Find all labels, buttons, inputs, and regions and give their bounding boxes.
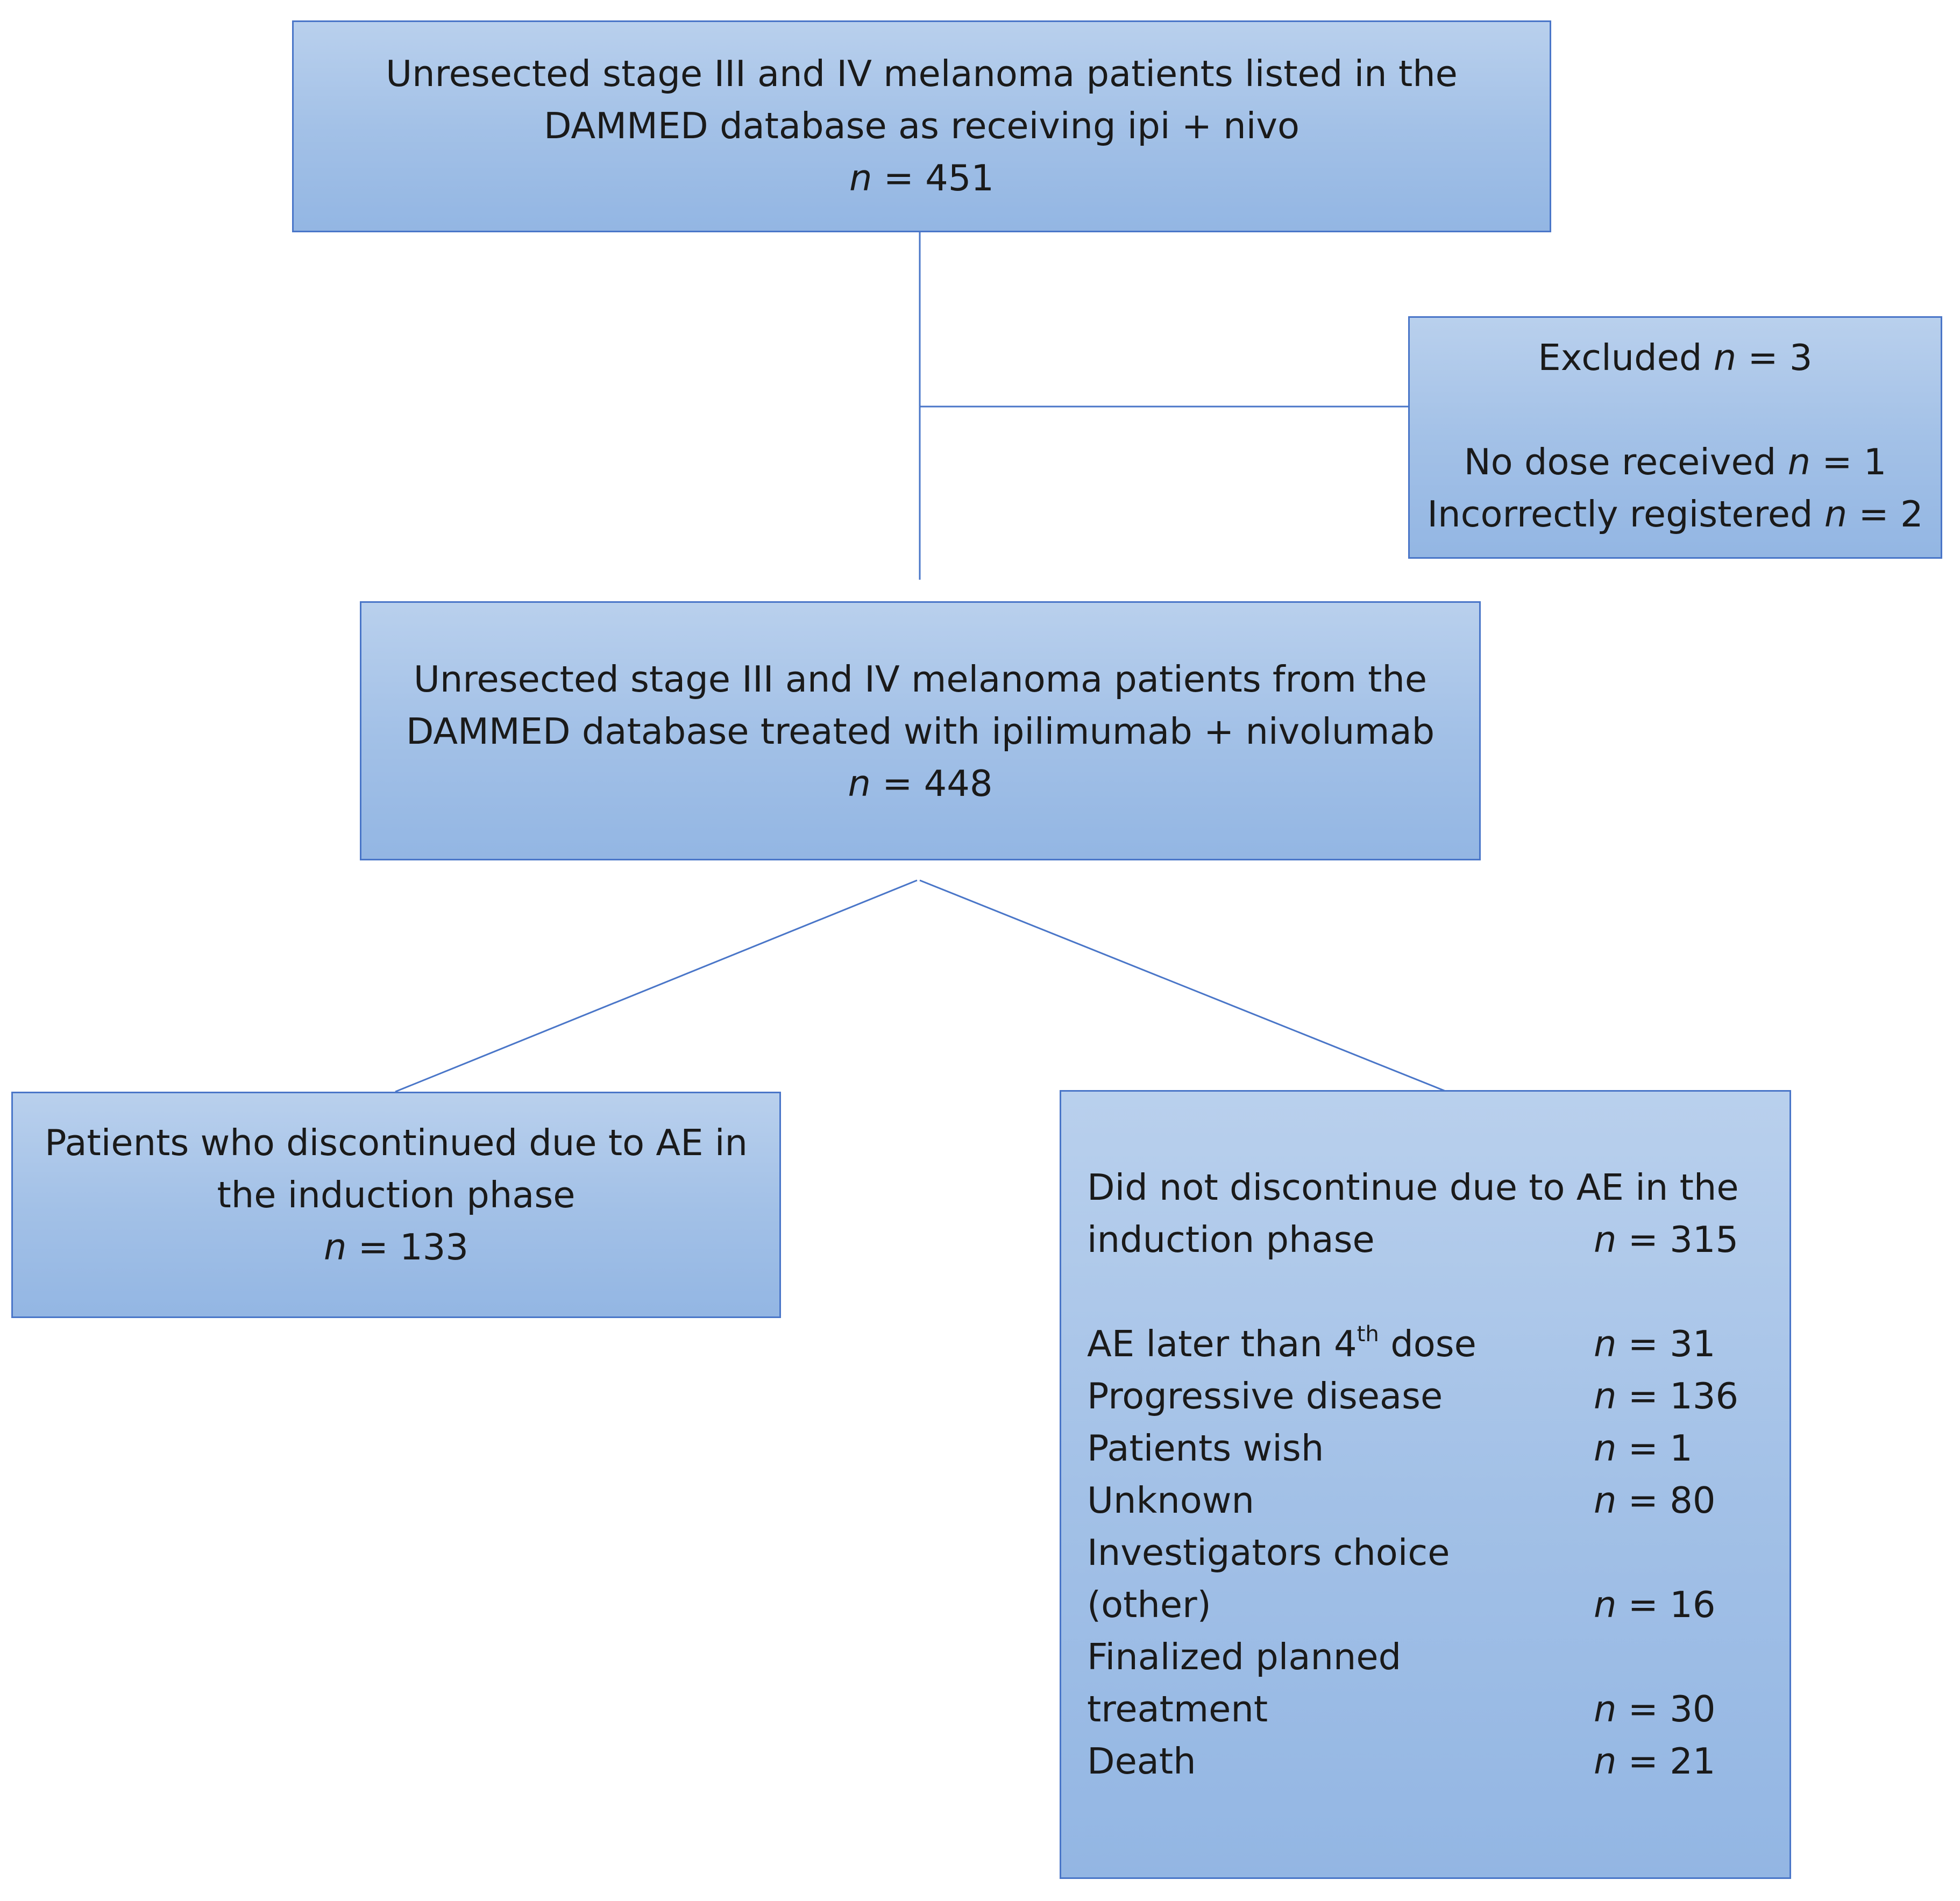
box-excluded: Excluded n = 3 No dose received n = 1 In… — [1408, 316, 1942, 559]
connector-split-right — [919, 879, 1447, 1093]
box-discontinued-ae-text: Patients who discontinued due to AE in t… — [13, 1117, 779, 1273]
not-discontinued-heading-line1: Did not discontinue due to AE in the — [1087, 1166, 1739, 1208]
box-not-discontinued: Did not discontinue due to AE in the ind… — [1060, 1090, 1791, 1879]
box-initial-line2: DAMMED database as receiving ipi + nivo — [543, 105, 1299, 147]
reason-patients-wish: Patients wish — [1087, 1427, 1324, 1469]
box-treated-line2: DAMMED database treated with ipilimumab … — [406, 710, 1435, 752]
reason-progressive-disease-count: n = 136 — [1594, 1375, 1739, 1417]
reason-progressive-disease: Progressive disease — [1087, 1375, 1443, 1417]
box-treated-count: n = 448 — [848, 763, 993, 804]
box-discontinued-ae: Patients who discontinued due to AE in t… — [11, 1092, 781, 1318]
box-treated-cohort: Unresected stage III and IV melanoma pat… — [360, 601, 1481, 860]
reason-unknown-count: n = 80 — [1594, 1479, 1716, 1521]
reason-ae-later-count: n = 31 — [1594, 1323, 1716, 1365]
reason-death-count: n = 21 — [1594, 1740, 1716, 1782]
box-initial-cohort: Unresected stage III and IV melanoma pat… — [292, 20, 1551, 232]
box-initial-line1: Unresected stage III and IV melanoma pat… — [386, 53, 1458, 95]
not-discontinued-heading-count: n = 315 — [1594, 1219, 1739, 1261]
reason-finalized-treatment-count: n = 30 — [1594, 1688, 1716, 1730]
box-treated-cohort-text: Unresected stage III and IV melanoma pat… — [361, 653, 1479, 810]
box-discontinued-count: n = 133 — [323, 1226, 469, 1268]
reason-finalized-treatment: Finalized planned — [1087, 1636, 1402, 1678]
reason-ae-later: AE later than 4th dose — [1087, 1321, 1476, 1365]
reason-patients-wish-count: n = 1 — [1594, 1427, 1693, 1469]
reason-investigators-choice-count: n = 16 — [1594, 1584, 1716, 1626]
excluded-spacer — [1410, 384, 1941, 436]
box-discontinued-line2: the induction phase — [217, 1174, 576, 1216]
excluded-title: Excluded n = 3 — [1538, 337, 1813, 379]
reason-unknown: Unknown — [1087, 1479, 1255, 1521]
not-discontinued-heading-line2: induction phase — [1087, 1219, 1375, 1261]
box-discontinued-line1: Patients who discontinued due to AE in — [45, 1122, 748, 1164]
excluded-item-incorrectly-registered: Incorrectly registered n = 2 — [1427, 493, 1923, 535]
box-excluded-text: Excluded n = 3 No dose received n = 1 In… — [1410, 332, 1941, 540]
reason-investigators-choice: Investigators choice — [1087, 1532, 1450, 1574]
box-initial-cohort-text: Unresected stage III and IV melanoma pat… — [294, 48, 1550, 204]
box-initial-count: n = 451 — [849, 157, 995, 199]
reason-finalized-treatment-line2: treatment — [1087, 1688, 1268, 1730]
reason-death: Death — [1087, 1740, 1196, 1782]
connector-split-left — [395, 879, 918, 1093]
excluded-item-no-dose: No dose received n = 1 — [1464, 441, 1887, 483]
reason-investigators-choice-line2: (other) — [1087, 1584, 1211, 1626]
box-treated-line1: Unresected stage III and IV melanoma pat… — [413, 658, 1428, 700]
